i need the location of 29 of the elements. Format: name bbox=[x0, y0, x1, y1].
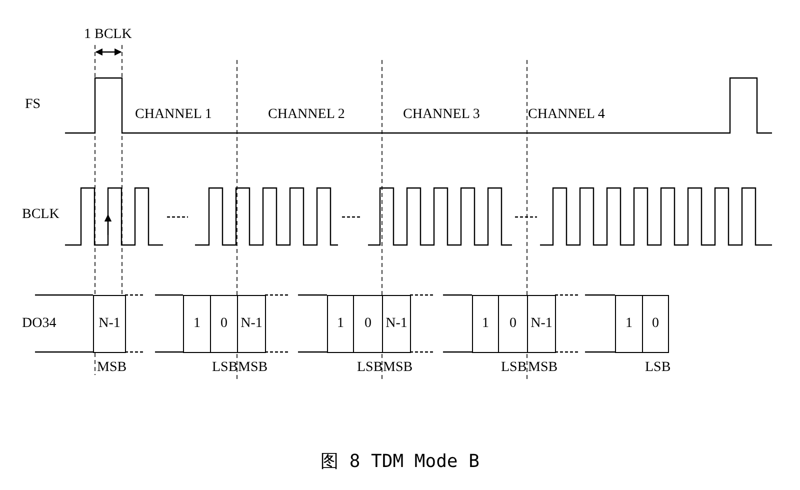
data-slot: N-1 bbox=[382, 295, 411, 353]
data-slot: 0 bbox=[353, 295, 383, 353]
data-slot: 0 bbox=[642, 295, 669, 353]
data-slot: 1 bbox=[183, 295, 211, 353]
signal-name: BCLK bbox=[22, 207, 60, 223]
dimension-label: 1 BCLK bbox=[84, 27, 132, 43]
signal-name: DO34 bbox=[22, 316, 56, 332]
bit-label: MSB bbox=[97, 360, 127, 376]
signal-name: FS bbox=[25, 97, 41, 113]
data-slot: N-1 bbox=[527, 295, 556, 353]
bit-label: LSB bbox=[357, 360, 383, 376]
figure-caption: 图 8 TDM Mode B bbox=[320, 451, 480, 472]
bit-label: LSB bbox=[212, 360, 238, 376]
channel-label: CHANNEL 2 bbox=[268, 107, 345, 123]
data-slot: 1 bbox=[327, 295, 354, 353]
data-slot: 1 bbox=[472, 295, 499, 353]
data-slot: N-1 bbox=[237, 295, 266, 353]
bit-label: MSB bbox=[528, 360, 558, 376]
channel-label: CHANNEL 3 bbox=[403, 107, 480, 123]
bit-label: LSB bbox=[645, 360, 671, 376]
bit-label: LSB bbox=[501, 360, 527, 376]
data-slot: 0 bbox=[210, 295, 238, 353]
data-slot: N-1 bbox=[93, 295, 126, 353]
bit-label: MSB bbox=[383, 360, 413, 376]
channel-label: CHANNEL 4 bbox=[528, 107, 605, 123]
bit-label: MSB bbox=[238, 360, 268, 376]
data-slot: 1 bbox=[615, 295, 643, 353]
channel-label: CHANNEL 1 bbox=[135, 107, 212, 123]
data-slot: 0 bbox=[498, 295, 528, 353]
